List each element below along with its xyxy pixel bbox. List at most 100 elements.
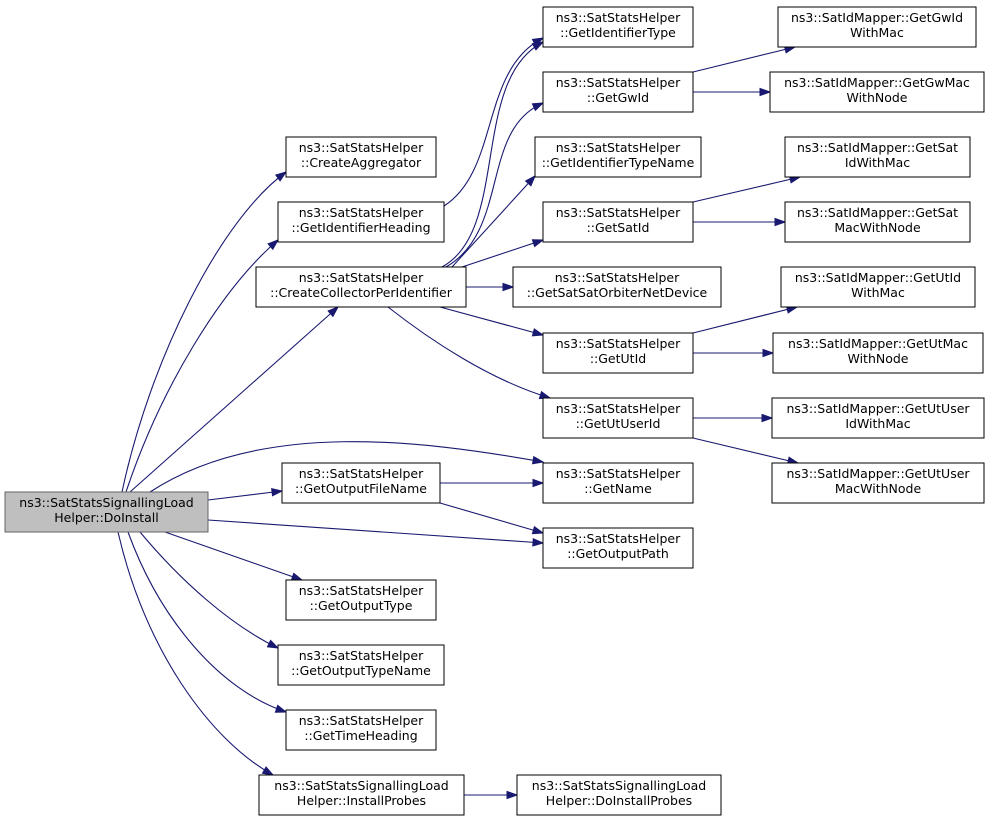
node-label-line: ns3::SatStatsHelper	[299, 205, 424, 220]
call-edge-root-to-get_name	[149, 441, 544, 493]
call-edge-create_collector-to-get_id_type	[441, 41, 544, 268]
arrow-head-icon	[532, 537, 545, 547]
arrow-head-icon	[532, 478, 545, 488]
node-label-line: WithMac	[850, 25, 904, 40]
node-get-output-type-name[interactable]: ns3::SatStatsHelper::GetOutputTypeName	[277, 644, 445, 686]
call-edge-create_collector-to-get_id_type_name	[451, 175, 536, 268]
node-box	[285, 709, 437, 751]
node-label-line: WithNode	[846, 90, 907, 105]
node-label-line: ns3::SatIdMapper::GetUtId	[795, 270, 961, 285]
node-box	[542, 397, 694, 439]
arrow-head-icon	[502, 282, 515, 292]
node-root[interactable]: ns3::SatStatsSignallingLoadHelper::DoIns…	[4, 491, 209, 533]
node-get-time-heading[interactable]: ns3::SatStatsHelper::GetTimeHeading	[285, 709, 437, 751]
node-label-line: ns3::SatIdMapper::GetUtUser	[786, 466, 970, 481]
node-box	[277, 201, 445, 243]
node-get-id-heading[interactable]: ns3::SatStatsHelper::GetIdentifierHeadin…	[277, 201, 445, 243]
node-box	[784, 136, 971, 178]
function-nodes: ns3::SatStatsSignallingLoadHelper::DoIns…	[4, 6, 985, 816]
call-edge-get_gw_id-to-map_gw_id_mac	[692, 46, 796, 73]
call-edge-get_id_heading-to-get_id_type	[443, 37, 544, 207]
node-box	[771, 462, 985, 504]
node-do-install-probes[interactable]: ns3::SatStatsSignallingLoadHelper::DoIns…	[516, 774, 722, 816]
node-box	[542, 332, 694, 374]
node-label-line: WithNode	[847, 351, 908, 366]
node-label-line: ::GetIdentifierHeading	[291, 220, 430, 235]
arrow-head-icon	[506, 790, 519, 800]
node-label-line: ::GetOutputType	[310, 598, 413, 613]
node-label-line: Helper::DoInstallProbes	[546, 793, 692, 808]
node-get-output-path[interactable]: ns3::SatStatsHelper::GetOutputPath	[542, 527, 694, 569]
arrow-head-icon	[531, 525, 545, 535]
node-label-line: ns3::SatStatsSignallingLoad	[532, 778, 706, 793]
node-box	[542, 527, 694, 569]
node-label-line: ns3::SatStatsHelper	[299, 270, 424, 285]
node-box	[277, 644, 445, 686]
node-box	[285, 579, 437, 621]
node-get-sat-id[interactable]: ns3::SatStatsHelper::GetSatId	[542, 201, 694, 243]
arrow-head-icon	[524, 174, 536, 187]
node-create-collector[interactable]: ns3::SatStatsHelper::CreateCollectorPerI…	[255, 266, 467, 308]
node-label-line: ::CreateCollectorPerIdentifier	[270, 285, 453, 300]
node-box	[771, 397, 985, 439]
node-box	[777, 6, 977, 48]
node-label-line: WithMac	[851, 285, 905, 300]
node-box	[258, 774, 465, 816]
node-label-line: ns3::SatStatsHelper	[556, 401, 681, 416]
call-edge-root-to-get_output_file	[207, 490, 283, 501]
node-get-name[interactable]: ns3::SatStatsHelper::GetName	[542, 462, 694, 504]
arrow-head-icon	[531, 41, 545, 51]
node-label-line: ns3::SatIdMapper::GetSat	[797, 140, 958, 155]
node-label-line: ns3::SatStatsSignallingLoad	[19, 495, 193, 510]
node-box	[542, 71, 694, 113]
node-get-output-file[interactable]: ns3::SatStatsHelper::GetOutputFileName	[281, 462, 441, 504]
node-box	[784, 201, 971, 243]
arrow-head-icon	[271, 487, 284, 497]
call-edge-root-to-create_collector	[129, 306, 339, 493]
node-box	[542, 462, 694, 504]
node-label-line: ::GetUtId	[590, 351, 646, 366]
call-edge-root-to-get_output_path	[207, 519, 544, 544]
arrow-head-icon	[762, 348, 775, 358]
node-get-sat-orbiter[interactable]: ns3::SatStatsHelper::GetSatSatOrbiterNet…	[512, 266, 722, 308]
node-label-line: ::CreateAggregator	[301, 155, 422, 170]
arrow-head-icon	[327, 306, 340, 318]
node-label-line: IdWithMac	[845, 416, 910, 431]
node-label-line: ::GetUtUserId	[576, 416, 661, 431]
node-get-gw-id[interactable]: ns3::SatStatsHelper::GetGwId	[542, 71, 694, 113]
node-box	[542, 6, 694, 48]
node-box	[4, 491, 209, 533]
node-box	[281, 462, 441, 504]
node-get-id-type[interactable]: ns3::SatStatsHelper::GetIdentifierType	[542, 6, 694, 48]
node-label-line: ns3::SatIdMapper::GetGwId	[791, 10, 963, 25]
call-edge-root-to-get_time_heading	[127, 531, 287, 713]
node-label-line: ::GetSatId	[587, 220, 650, 235]
node-get-ut-user-id[interactable]: ns3::SatStatsHelper::GetUtUserId	[542, 397, 694, 439]
node-get-ut-id[interactable]: ns3::SatStatsHelper::GetUtId	[542, 332, 694, 374]
node-box	[769, 71, 985, 113]
node-label-line: IdWithMac	[845, 155, 910, 170]
arrow-head-icon	[759, 87, 772, 97]
node-label-line: ::GetTimeHeading	[304, 728, 417, 743]
arrow-head-icon	[774, 217, 787, 227]
arrow-head-icon	[531, 455, 545, 465]
node-get-output-type[interactable]: ns3::SatStatsHelper::GetOutputType	[285, 579, 437, 621]
node-install-probes[interactable]: ns3::SatStatsSignallingLoadHelper::Insta…	[258, 774, 465, 816]
arrow-head-icon	[531, 239, 545, 248]
node-get-id-type-name[interactable]: ns3::SatStatsHelper::GetIdentifierTypeNa…	[534, 136, 702, 178]
node-label-line: ns3::SatIdMapper::GetUtMac	[788, 336, 968, 351]
node-create-agg[interactable]: ns3::SatStatsHelper::CreateAggregator	[285, 136, 437, 178]
call-edge-create_collector-to-get_ut_user_id	[387, 306, 551, 399]
node-label-line: ::GetOutputPath	[567, 546, 669, 561]
node-box	[255, 266, 467, 308]
node-label-line: ns3::SatStatsHelper	[556, 10, 681, 25]
node-label-line: MacWithNode	[835, 481, 922, 496]
